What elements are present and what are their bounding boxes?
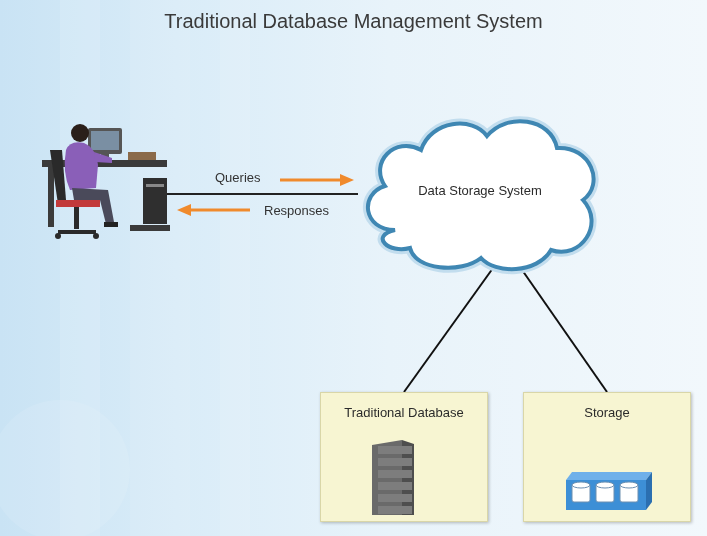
storage-box: Storage [523, 392, 691, 522]
cloud-label: Data Storage System [418, 183, 542, 198]
storage-array [566, 472, 652, 510]
user-workstation [42, 124, 170, 239]
network-wire [166, 193, 358, 195]
server-stack [372, 440, 414, 515]
link-line [404, 267, 494, 392]
flow-label: Queries [215, 170, 261, 185]
box-label: Storage [532, 405, 682, 420]
flow-label: Responses [264, 203, 329, 218]
link-line [520, 267, 607, 392]
box-label: Traditional Database [329, 405, 479, 420]
cloud-node: Data Storage System [355, 108, 605, 273]
background-bands [0, 0, 250, 536]
database-box: Traditional Database [320, 392, 488, 522]
diagram-title: Traditional Database Management System [0, 10, 707, 33]
